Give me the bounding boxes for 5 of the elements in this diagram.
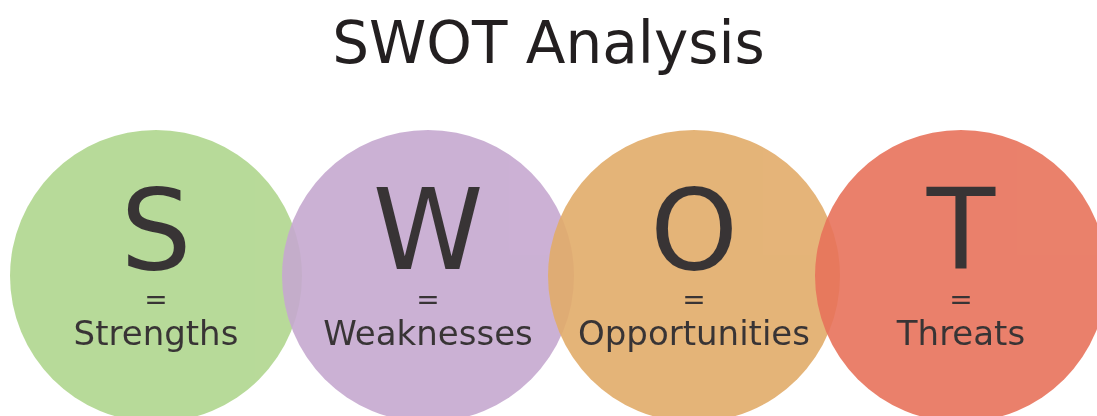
category-label: Strengths [72,313,240,353]
category-label: Opportunities [577,313,811,353]
diagram-title: SWOT Analysis [331,8,766,78]
category-label: Threats [895,313,1027,353]
category-label: Weaknesses [322,313,534,353]
